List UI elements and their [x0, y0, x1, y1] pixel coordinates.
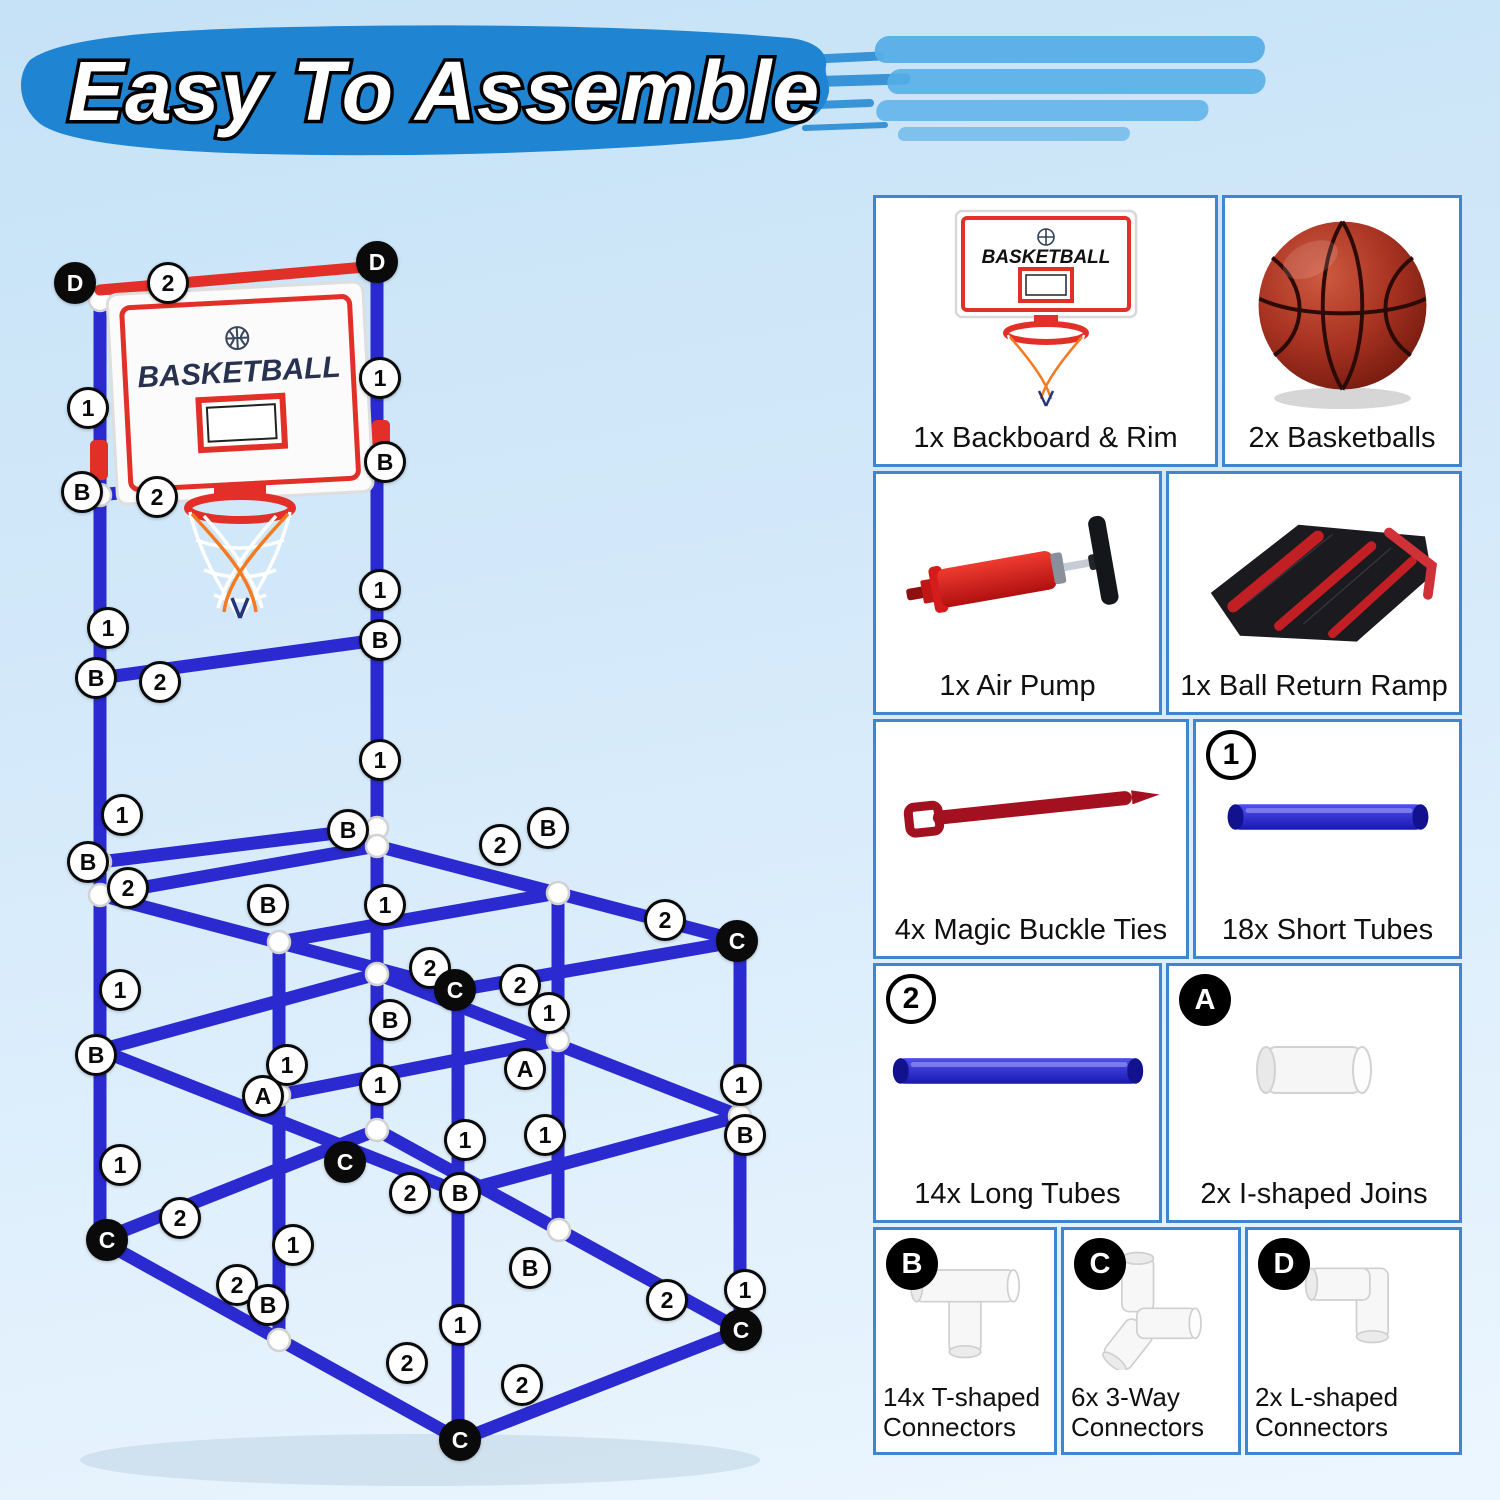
- three-way-connector-icon: [1102, 1251, 1202, 1370]
- basketball-icon: [1258, 220, 1426, 410]
- part-cell-long-tubes: 2 14x Long Tubes: [873, 963, 1162, 1223]
- long-tube-icon: [892, 1058, 1143, 1084]
- part-caption: 2x Basketballs: [1248, 422, 1436, 454]
- top-banner: Easy To Assemble: [0, 0, 1500, 200]
- part-cell-l-connectors: D 2x L-shaped Connectors: [1245, 1227, 1462, 1455]
- part-caption: 2x I-shaped Joins: [1200, 1178, 1428, 1210]
- part-badge: A: [1179, 974, 1231, 1026]
- part-caption: 1x Ball Return Ramp: [1180, 670, 1448, 702]
- l-connector-icon: [1304, 1267, 1389, 1343]
- mini-backboard-title: BASKETBALL: [981, 247, 1110, 268]
- part-cell-i-joins: A 2x I-shaped Joins: [1166, 963, 1462, 1223]
- part-caption: 4x Magic Buckle Ties: [894, 914, 1168, 946]
- assembly-illustration: BASKETBALL: [0, 240, 860, 1500]
- backboard-rim-icon: BASKETBALL: [954, 209, 1137, 407]
- part-cell-basketballs: 2x Basketballs: [1222, 195, 1462, 467]
- part-caption: 2x L-shaped Connectors: [1255, 1382, 1399, 1442]
- part-caption: 14x Long Tubes: [914, 1178, 1121, 1210]
- rim-and-net: [184, 484, 296, 619]
- part-caption: 1x Air Pump: [939, 670, 1096, 702]
- part-caption: 1x Backboard & Rim: [913, 422, 1178, 454]
- part-cell-3way-connectors: C 6x 3-Way Connectors: [1061, 1227, 1241, 1455]
- i-join-icon: [1256, 1046, 1372, 1094]
- part-cell-short-tubes: 1 18x Short Tubes: [1193, 719, 1462, 959]
- page-title: Easy To Assemble: [68, 44, 820, 138]
- ground-shadow: [80, 1434, 760, 1486]
- part-caption: 14x T-shaped Connectors: [883, 1382, 1041, 1442]
- part-badge: 1: [1206, 730, 1256, 780]
- short-tube-icon: [1227, 804, 1428, 830]
- banner-brush-graphic: Easy To Assemble: [20, 25, 1266, 156]
- part-caption: 18x Short Tubes: [1221, 914, 1434, 946]
- part-cell-buckle-ties: 4x Magic Buckle Ties: [873, 719, 1189, 959]
- part-badge: C: [1074, 1238, 1126, 1290]
- basketball-logo-icon: [225, 326, 250, 351]
- parts-legend: BASKETBALL: [873, 195, 1462, 1460]
- part-badge: 2: [886, 974, 936, 1024]
- part-cell-ball-return-ramp: 1x Ball Return Ramp: [1166, 471, 1462, 715]
- ball-return-ramp-icon: [1210, 524, 1438, 642]
- main-brush-stroke: [20, 25, 830, 156]
- part-badge: D: [1258, 1238, 1310, 1290]
- part-cell-backboard-rim: BASKETBALL: [873, 195, 1218, 467]
- light-brush-stroke: [874, 36, 1266, 141]
- part-badge: B: [886, 1238, 938, 1290]
- part-cell-t-connectors: B 14x T-shaped Connectors: [873, 1227, 1057, 1455]
- part-cell-air-pump: 1x Air Pump: [873, 471, 1162, 715]
- backboard: BASKETBALL: [105, 280, 375, 506]
- air-pump-icon: [905, 515, 1119, 613]
- buckle-tie-icon: [903, 789, 1160, 838]
- part-caption: 6x 3-Way Connectors: [1071, 1382, 1204, 1442]
